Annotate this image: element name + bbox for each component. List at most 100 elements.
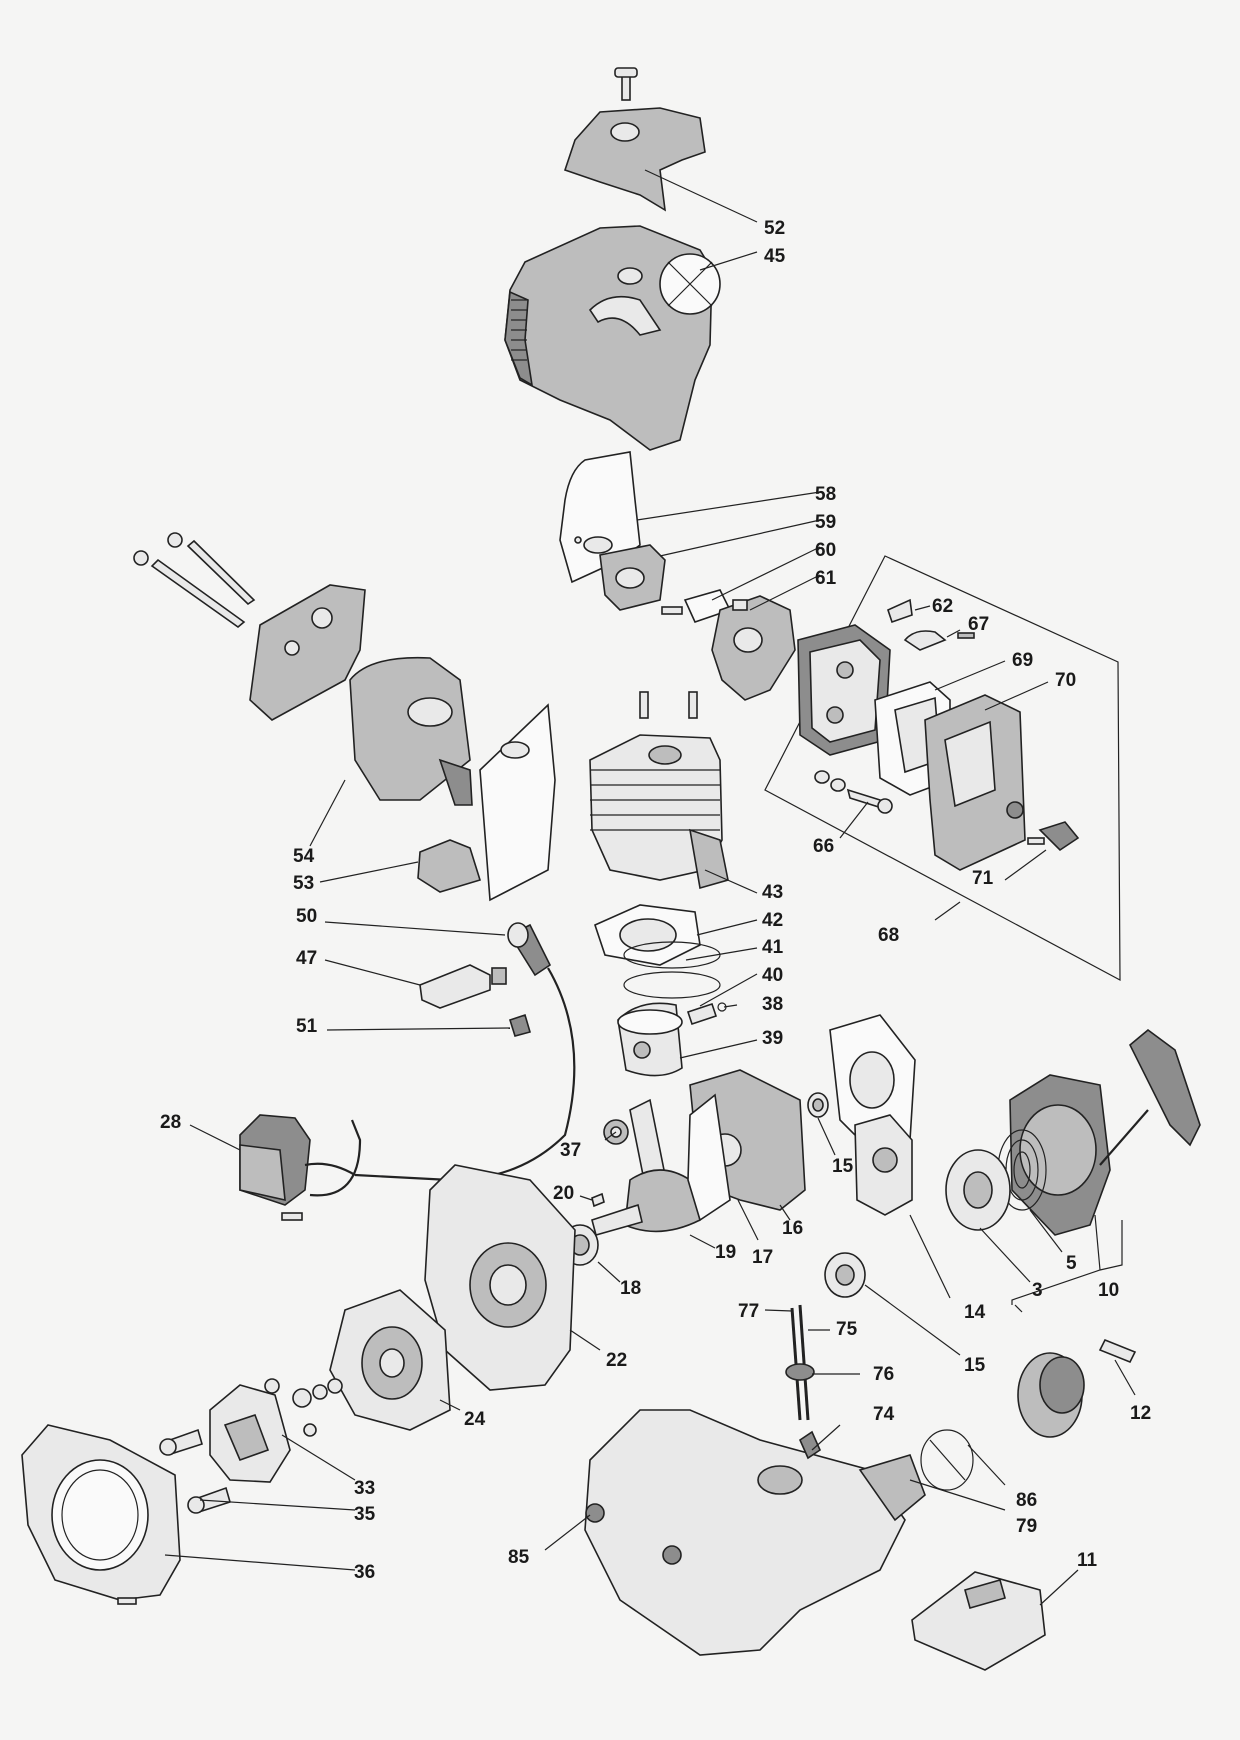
callout-15-upper: 15 bbox=[832, 1156, 854, 1177]
callout-77: 77 bbox=[738, 1301, 759, 1322]
part-carburetor bbox=[711, 595, 796, 701]
part-crankcase-gasket bbox=[687, 1093, 731, 1222]
callout-12: 12 bbox=[1130, 1403, 1151, 1424]
callout-50: 50 bbox=[296, 906, 317, 927]
part-crankshaft bbox=[591, 1098, 701, 1236]
part-muffler-bolts bbox=[133, 532, 256, 629]
callout-20: 20 bbox=[553, 1183, 574, 1204]
part-engine-cover bbox=[504, 225, 721, 451]
callout-42: 42 bbox=[762, 910, 783, 931]
part-piston-rings bbox=[623, 941, 721, 999]
part-filter-cover bbox=[924, 694, 1026, 871]
callout-74: 74 bbox=[873, 1404, 895, 1425]
callout-68: 68 bbox=[878, 925, 899, 946]
callout-37: 37 bbox=[560, 1140, 581, 1161]
part-seal-15b bbox=[824, 1252, 866, 1298]
callout-45: 45 bbox=[764, 246, 786, 267]
part-cylinder bbox=[589, 691, 729, 890]
part-starter-handle bbox=[1099, 1028, 1201, 1166]
part-heat-shield bbox=[559, 451, 641, 584]
part-clutch bbox=[209, 1384, 291, 1483]
callout-61: 61 bbox=[815, 568, 837, 589]
callout-18: 18 bbox=[620, 1278, 641, 1299]
part-filter-knob bbox=[1027, 821, 1080, 852]
part-ignition-coil bbox=[239, 1114, 362, 1221]
callout-58: 58 bbox=[815, 484, 836, 505]
part-flywheel bbox=[329, 1289, 451, 1431]
part-piston-pin bbox=[686, 1002, 727, 1026]
callout-19: 19 bbox=[715, 1242, 736, 1263]
part-cap-gasket bbox=[920, 1429, 974, 1491]
callout-43: 43 bbox=[762, 882, 783, 903]
callout-33: 33 bbox=[354, 1478, 375, 1499]
part-ignition-clip bbox=[509, 1013, 531, 1037]
part-nut-washers bbox=[264, 1378, 343, 1437]
callout-41: 41 bbox=[762, 937, 784, 958]
callout-38: 38 bbox=[762, 994, 783, 1015]
callout-36: 36 bbox=[354, 1562, 375, 1583]
part-dowel bbox=[1098, 1338, 1137, 1364]
part-filter-base bbox=[797, 624, 891, 756]
callout-69: 69 bbox=[1012, 650, 1033, 671]
part-fuel-cap bbox=[1017, 1352, 1085, 1438]
part-filter-bolt bbox=[814, 770, 893, 814]
part-fuel-tank bbox=[584, 1409, 926, 1656]
callout-28: 28 bbox=[160, 1112, 181, 1133]
callout-14: 14 bbox=[964, 1302, 986, 1323]
part-muffler-bracket bbox=[417, 839, 482, 893]
callout-35: 35 bbox=[354, 1504, 376, 1525]
callout-10: 10 bbox=[1098, 1280, 1119, 1301]
callout-62: 62 bbox=[932, 596, 953, 617]
callout-15-lower: 15 bbox=[964, 1355, 986, 1376]
callout-40: 40 bbox=[762, 965, 783, 986]
part-starter-gasket bbox=[829, 1014, 916, 1151]
callout-17: 17 bbox=[752, 1247, 773, 1268]
callout-76: 76 bbox=[873, 1364, 894, 1385]
part-screw-67 bbox=[957, 632, 975, 639]
part-base-gasket bbox=[594, 904, 701, 966]
part-spark-plug-boot bbox=[354, 922, 576, 1182]
callout-24: 24 bbox=[464, 1409, 486, 1430]
callout-39: 39 bbox=[762, 1028, 783, 1049]
callout-5: 5 bbox=[1066, 1253, 1077, 1274]
part-clutch-cover bbox=[21, 1424, 181, 1605]
part-starter-pawl bbox=[854, 1114, 913, 1216]
part-oil-seal-15a bbox=[807, 1092, 829, 1118]
part-exhaust-gasket bbox=[479, 703, 556, 902]
part-bottom-cover bbox=[911, 1571, 1046, 1671]
part-muffler-cover bbox=[249, 584, 366, 721]
part-piston bbox=[617, 1002, 683, 1077]
callout-52: 52 bbox=[764, 218, 785, 239]
leader-lines bbox=[164, 169, 1136, 1606]
callout-71: 71 bbox=[972, 868, 994, 889]
callout-11: 11 bbox=[1077, 1550, 1098, 1571]
part-starter-pulley bbox=[945, 1149, 1011, 1231]
callout-labels: 52 45 58 59 60 61 62 67 69 70 54 53 66 4… bbox=[160, 218, 1151, 1583]
callout-70: 70 bbox=[1055, 670, 1076, 691]
callout-53: 53 bbox=[293, 873, 314, 894]
part-clutch-bolts bbox=[159, 1428, 231, 1514]
callout-86: 86 bbox=[1016, 1490, 1037, 1511]
part-fan-housing bbox=[424, 1164, 576, 1391]
callout-85: 85 bbox=[508, 1547, 530, 1568]
part-spark-plug bbox=[419, 964, 507, 1009]
callout-79: 79 bbox=[1016, 1516, 1037, 1537]
part-starter-housing bbox=[1009, 1074, 1111, 1236]
part-woodruff-key bbox=[591, 1192, 605, 1208]
callout-60: 60 bbox=[815, 540, 836, 561]
part-insulator bbox=[599, 544, 666, 611]
part-clip bbox=[887, 598, 913, 624]
part-top-cover bbox=[563, 67, 706, 212]
part-choke-plate bbox=[903, 630, 947, 651]
part-muffler bbox=[349, 656, 473, 806]
part-fuel-lines bbox=[785, 1304, 822, 1460]
callout-54: 54 bbox=[293, 846, 315, 867]
callout-67: 67 bbox=[968, 614, 989, 635]
callout-16: 16 bbox=[782, 1218, 803, 1239]
callout-22: 22 bbox=[606, 1350, 627, 1371]
callout-3: 3 bbox=[1032, 1280, 1043, 1301]
callout-51: 51 bbox=[296, 1016, 318, 1037]
callout-59: 59 bbox=[815, 512, 836, 533]
